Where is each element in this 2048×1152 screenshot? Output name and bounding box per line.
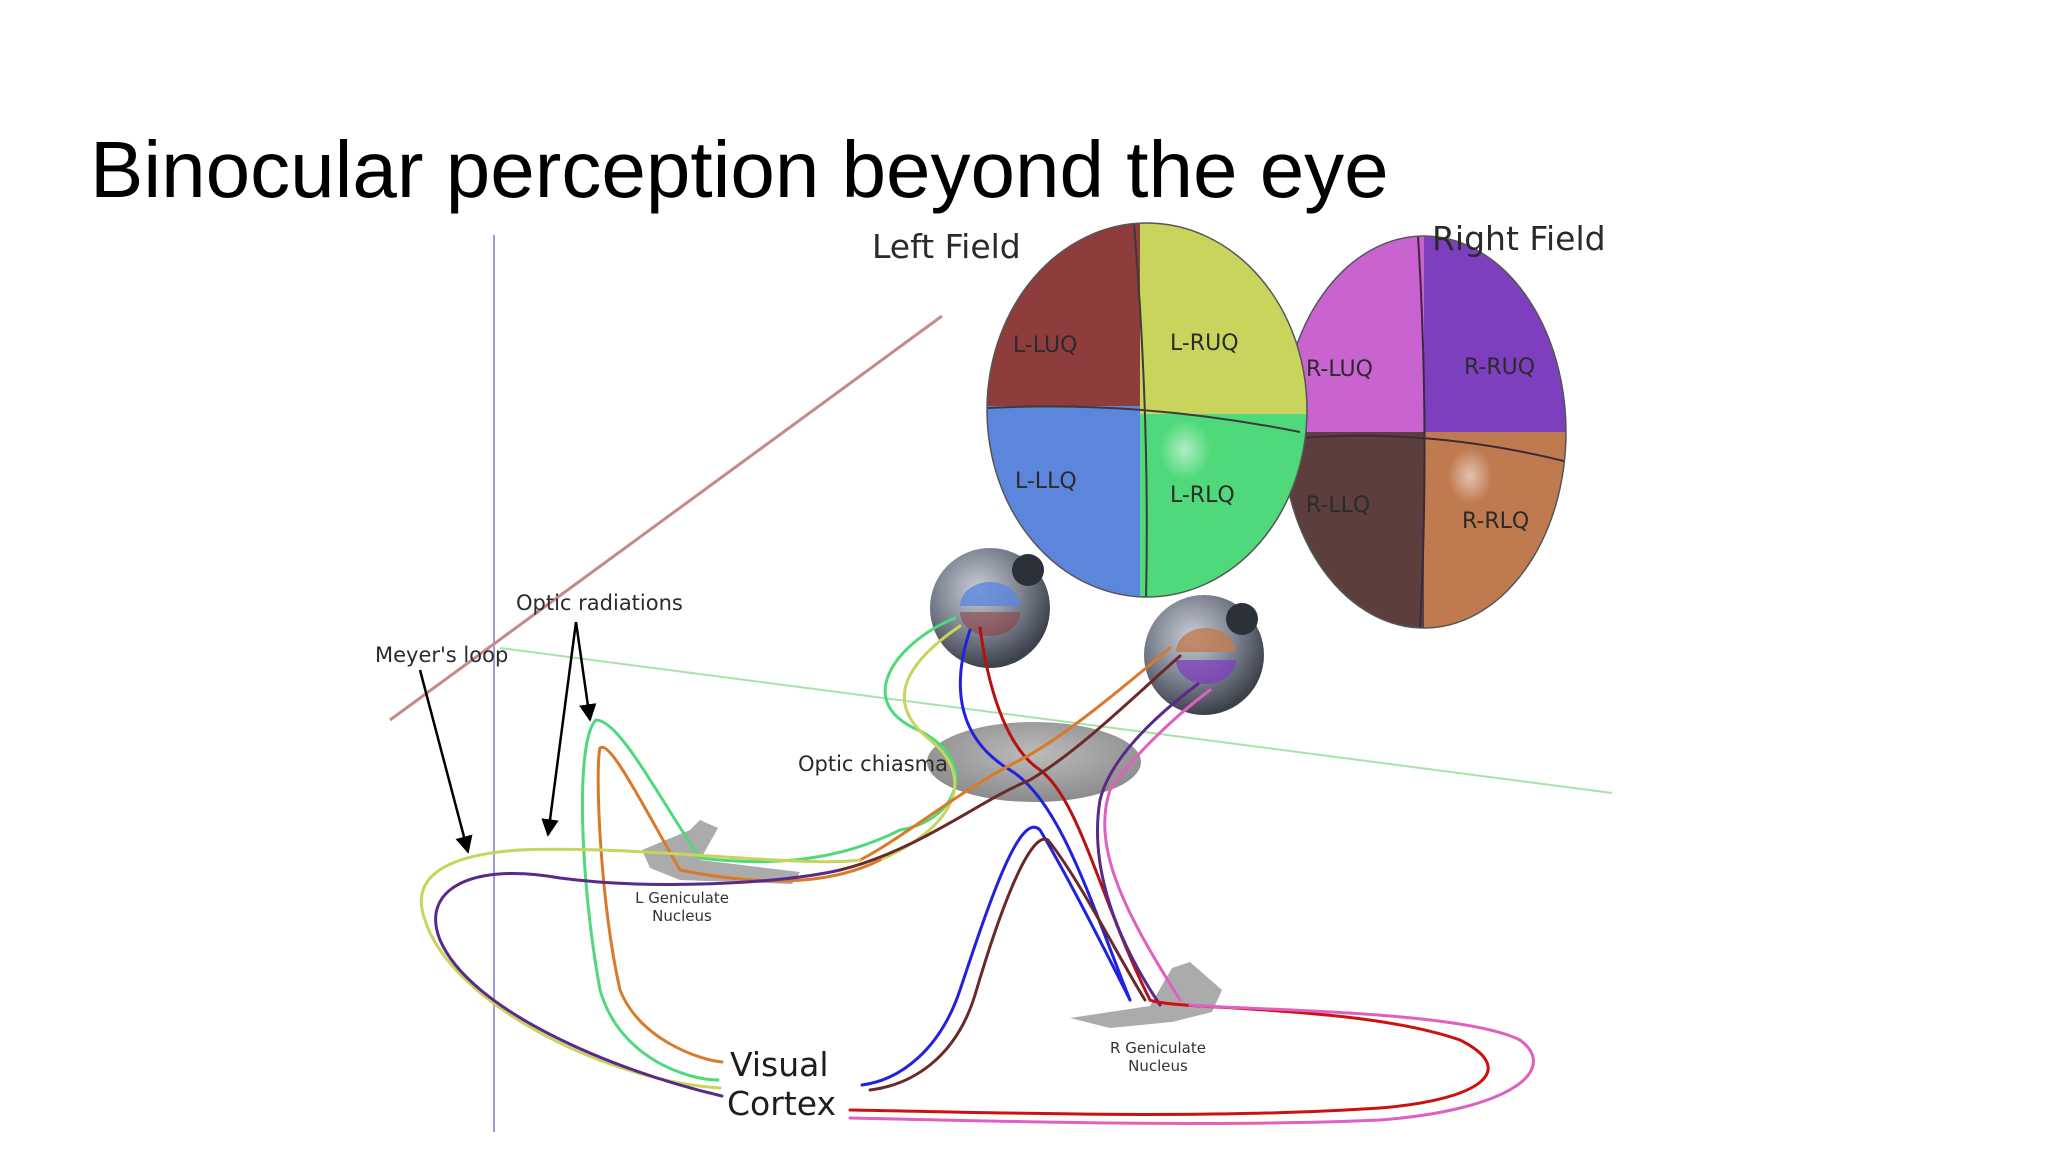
l-luq-label: L-LUQ	[1013, 333, 1077, 358]
l-rlq-label: L-RLQ	[1170, 483, 1235, 508]
r-geniculate-label-line2: Nucleus	[1128, 1057, 1188, 1075]
l-ruq-region	[1140, 223, 1307, 420]
left-field-label: Left Field	[872, 227, 1021, 266]
l-geniculate-shape	[642, 820, 800, 884]
fiber-tracts	[419, 616, 1535, 1125]
r-rlq-label: R-RLQ	[1462, 509, 1529, 534]
r-luq-label: R-LUQ	[1306, 357, 1373, 382]
optic-radiations-arrow-2	[574, 621, 597, 722]
visual-cortex-label-line2: Cortex	[727, 1084, 836, 1123]
horizontal-axis-line	[499, 647, 1613, 794]
l-geniculate-label-line1: L Geniculate	[635, 889, 729, 907]
r-geniculate-label-line1: R Geniculate	[1110, 1039, 1206, 1057]
meyers-loop-label: Meyer's loop	[375, 643, 508, 667]
left-eye	[930, 548, 1050, 668]
r-llq-label: R-LLQ	[1306, 493, 1370, 518]
optic-radiations-label: Optic radiations	[516, 591, 683, 615]
meyers-loop-arrow	[418, 669, 473, 854]
right-field-sphere	[1282, 236, 1566, 628]
l-llq-label: L-LLQ	[1015, 469, 1077, 494]
slide-title: Binocular perception beyond the eye	[90, 125, 1389, 214]
l-geniculate-label-line2: Nucleus	[652, 907, 712, 925]
right-eye	[1144, 595, 1264, 715]
l-ruq-label: L-RUQ	[1170, 331, 1239, 356]
optic-radiations-arrow-1	[541, 621, 578, 837]
right-field-label: Right Field	[1432, 219, 1606, 258]
optic-chiasma-label: Optic chiasma	[798, 752, 948, 776]
diagonal-axis-line	[389, 314, 943, 722]
r-geniculate-shape	[1070, 962, 1222, 1028]
r-ruq-label: R-RUQ	[1464, 355, 1535, 380]
visual-cortex-label-line1: Visual	[730, 1045, 829, 1084]
r-ruq-region	[1424, 236, 1566, 432]
